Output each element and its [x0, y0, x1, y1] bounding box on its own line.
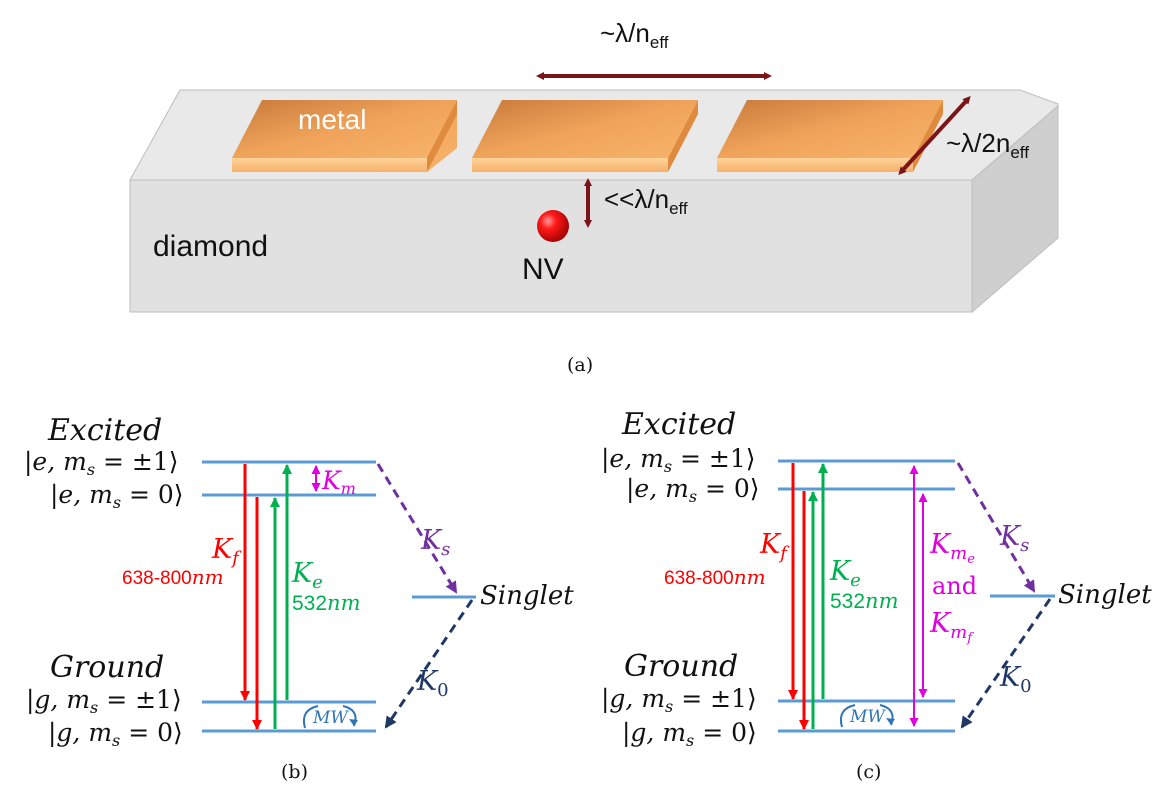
state-e-pm1: |e, ms = ±1⟩	[24, 447, 179, 479]
kf-label: Kf	[759, 529, 790, 564]
kme-label: Kme	[929, 529, 975, 567]
ks-label: Ks	[999, 521, 1029, 556]
k0-arrow	[384, 599, 474, 729]
state-g-pm1: |g, ms = ±1⟩	[601, 684, 757, 716]
ks-label: Ks	[420, 525, 450, 560]
ks-arrow	[376, 463, 458, 594]
width-arrow	[898, 96, 971, 175]
ke-wavelength: 532nm	[830, 589, 899, 613]
state-g-0: |g, ms = 0⟩	[48, 718, 183, 750]
nv-label: NV	[522, 253, 564, 286]
caption-b: (b)	[281, 761, 308, 783]
state-e-0: |e, ms = 0⟩	[50, 480, 184, 512]
ke-label: Ke	[291, 558, 323, 593]
excited-label: Excited	[47, 413, 162, 448]
ke-wavelength: 532nm	[292, 591, 361, 615]
panel-b: Excited |e, ms = ±1⟩ |e, ms = 0⟩ Ground …	[24, 413, 574, 783]
diamond-label: diamond	[153, 230, 268, 263]
mw-arrow-head	[886, 718, 895, 725]
panel-a: metal diamond NV ~λ/neff ~λ/2neff <<λ/ne…	[129, 18, 1059, 376]
state-e-pm1: |e, ms = ±1⟩	[601, 444, 756, 476]
mw-arrow-head	[349, 719, 358, 726]
state-e-0: |e, ms = 0⟩	[626, 474, 760, 506]
singlet-label: Singlet	[480, 581, 574, 611]
state-g-pm1: |g, ms = ±1⟩	[26, 685, 182, 717]
kf-wavelength: 638-800nm	[122, 565, 224, 589]
diamond-front-face	[129, 179, 973, 313]
ground-label: Ground	[624, 649, 738, 684]
mw-label: MW	[849, 707, 886, 727]
k0-label: K0	[416, 666, 449, 701]
excited-label: Excited	[621, 407, 736, 442]
nv-center	[537, 210, 569, 242]
kf-wavelength: 638-800nm	[664, 565, 766, 589]
and-label: and	[932, 572, 977, 600]
singlet-label: Singlet	[1058, 580, 1152, 610]
metal-label: metal	[298, 104, 366, 135]
period-label: ~λ/neff	[600, 18, 669, 52]
width-label: ~λ/2neff	[946, 128, 1029, 162]
diamond-side-face	[971, 104, 1059, 314]
k0-label: K0	[999, 662, 1032, 697]
ke-label: Ke	[829, 556, 861, 591]
kmf-label: Kmf	[929, 608, 974, 646]
depth-label: <<λ/neff	[604, 184, 688, 218]
metal-pad-2	[472, 100, 698, 172]
ks-arrow	[956, 462, 1036, 593]
metal-pad-1	[232, 100, 457, 172]
caption-a: (a)	[567, 354, 593, 376]
mw-label: MW	[312, 708, 349, 728]
k0-arrow	[960, 598, 1052, 729]
panel-c: Excited |e, ms = ±1⟩ |e, ms = 0⟩ Ground …	[601, 407, 1152, 783]
km-label: Km	[321, 466, 356, 498]
caption-c: (c)	[856, 761, 881, 783]
ground-label: Ground	[50, 650, 164, 685]
kf-label: Kf	[211, 534, 242, 569]
state-g-0: |g, ms = 0⟩	[622, 718, 757, 750]
